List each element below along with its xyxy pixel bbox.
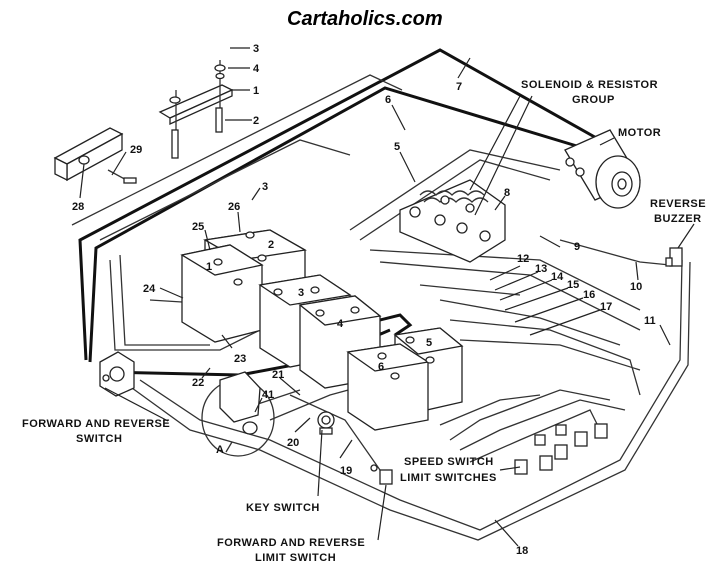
solenoid-label-line2: GROUP xyxy=(572,94,615,106)
svg-text:4: 4 xyxy=(337,318,344,330)
component-labels: SOLENOID & RESISTOR GROUP MOTOR REVERSE … xyxy=(22,79,706,564)
reverse-label-line2: BUZZER xyxy=(654,213,702,225)
speed-label-line1: SPEED SWITCH xyxy=(404,456,494,468)
svg-text:5: 5 xyxy=(426,337,432,349)
callout-9: 9 xyxy=(574,241,580,253)
callout-24: 24 xyxy=(143,283,156,295)
detail-a xyxy=(201,371,275,457)
callout-4: 4 xyxy=(253,63,260,75)
callout-1: 1 xyxy=(253,85,259,97)
callout-7: 7 xyxy=(456,81,462,93)
callout-12: 12 xyxy=(517,253,529,265)
callout-25: 25 xyxy=(192,221,204,233)
callout-29: 29 xyxy=(130,144,142,156)
fr-limit-label-line2: LIMIT SWITCH xyxy=(255,552,336,564)
callout-22: 22 xyxy=(192,377,204,389)
callout-6: 6 xyxy=(385,94,391,106)
callout-5: 5 xyxy=(394,141,400,153)
motor-label: MOTOR xyxy=(618,127,661,139)
callout-2: 2 xyxy=(253,115,259,127)
speed-label-line2: LIMIT SWITCHES xyxy=(400,472,497,484)
callout-20: 20 xyxy=(287,437,299,449)
callout-13: 13 xyxy=(535,263,547,275)
solenoid-label-line1: SOLENOID & RESISTOR xyxy=(521,79,658,91)
fr-switch-label-line1: FORWARD AND REVERSE xyxy=(22,418,170,430)
callout-numbers: 3 4 1 2 29 28 3 26 25 24 23 22 21 41 20 … xyxy=(72,43,656,557)
wire-harness xyxy=(71,74,691,541)
svg-text:3: 3 xyxy=(298,287,304,299)
callout-17: 17 xyxy=(600,301,612,313)
callout-10: 10 xyxy=(630,281,642,293)
key-switch-label: KEY SWITCH xyxy=(246,502,320,514)
reverse-label-line1: REVERSE xyxy=(650,198,706,210)
callout-3: 3 xyxy=(253,43,259,55)
battery-1: 1 xyxy=(180,244,264,343)
detail-a-label: A xyxy=(216,444,224,456)
battery-pack: 2 1 3 4 5 6 xyxy=(180,229,464,431)
callout-8: 8 xyxy=(504,187,510,199)
fr-switch-label-line2: SWITCH xyxy=(76,433,122,445)
callout-41: 41 xyxy=(262,389,274,401)
callout-3b: 3 xyxy=(262,181,268,193)
mounting-beam xyxy=(53,127,137,184)
svg-text:6: 6 xyxy=(378,361,384,373)
reverse-buzzer xyxy=(665,247,683,267)
speed-limit-switches xyxy=(514,423,608,475)
svg-text:1: 1 xyxy=(206,261,212,273)
callout-28: 28 xyxy=(72,201,84,213)
leader-lines xyxy=(79,47,695,547)
motor xyxy=(564,129,641,209)
fr-limit-label-line1: FORWARD AND REVERSE xyxy=(217,537,365,549)
terminal-bracket xyxy=(158,60,234,159)
callout-16: 16 xyxy=(583,289,595,301)
forward-reverse-switch xyxy=(99,351,135,397)
callout-19: 19 xyxy=(340,465,352,477)
callout-14: 14 xyxy=(551,271,564,283)
callout-15: 15 xyxy=(567,279,579,291)
fr-limit-switch xyxy=(370,464,393,485)
key-switch xyxy=(317,411,335,435)
battery-6: 6 xyxy=(346,343,430,431)
callout-26: 26 xyxy=(228,201,240,213)
site-title: Cartaholics.com xyxy=(287,8,443,30)
svg-text:2: 2 xyxy=(268,239,274,251)
solenoid-resistor-group xyxy=(399,179,506,263)
callout-18: 18 xyxy=(516,545,528,557)
callout-11: 11 xyxy=(644,315,656,327)
callout-23: 23 xyxy=(234,353,246,365)
callout-21: 21 xyxy=(272,369,284,381)
